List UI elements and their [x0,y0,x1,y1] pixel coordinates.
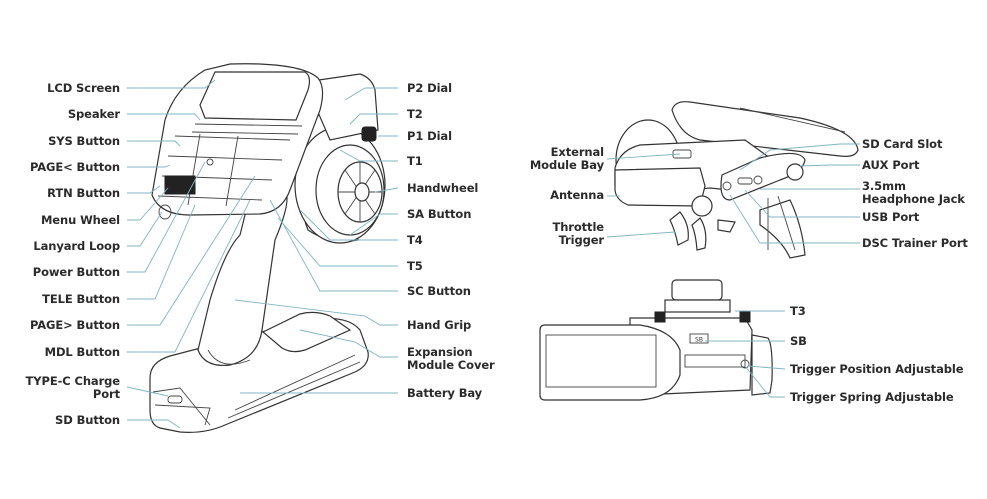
trigger-pivot [691,195,713,217]
type-c-port-shape [167,395,183,404]
sb-switch-shape [689,333,709,344]
label-expansion-line1: Expansion [407,345,473,359]
bottom-wheel [671,279,723,301]
bottom-view: SB [539,279,773,401]
label-sd-button: SD Button [55,413,120,427]
trainer-port-shape [722,181,732,191]
rear-view [614,101,859,259]
label-sc-button: SC Button [407,284,471,298]
label-sb: SB [790,334,807,348]
aux-boss [786,163,804,181]
label-throttle-trigger: Throttle Trigger [500,221,604,247]
throttle-trigger-shape [669,211,689,246]
label-throttle-line1: Throttle [552,220,604,234]
label-dsc-trainer-port: DSC Trainer Port [862,236,968,250]
label-headphone-line1: 3.5mm [862,179,906,193]
battery-cover-outline [545,334,657,388]
rear-leader-lines [606,143,860,244]
battery-base [149,317,369,433]
bottom-handle [751,334,773,396]
bottom-knob-right [739,311,751,323]
antenna-housing [614,167,706,207]
label-external-line1: External [550,145,604,159]
label-antenna: Antenna [550,188,604,202]
label-sd-card-slot: SD Card Slot [862,137,943,151]
main-leader-lines [126,79,399,429]
label-trigger-position-adjustable: Trigger Position Adjustable [790,362,964,376]
label-external-line2: Module Bay [529,158,604,172]
main-transmitter-view [149,63,386,433]
rear-handle [759,199,806,259]
bottom-wheel-base [664,299,731,313]
label-expansion-module-cover: Expansion Module Cover [407,346,495,372]
label-headphone-line2: Headphone Jack [862,192,965,206]
label-menu-wheel: Menu Wheel [40,213,120,227]
label-sys-button: SYS Button [48,134,120,148]
power-symbol [206,158,214,166]
label-external-module-bay: External Module Bay [500,146,604,172]
label-throttle-line2: Trigger [558,233,605,247]
bottom-knob-left [654,311,666,323]
sb-marking: SB [695,337,703,344]
label-p2-dial: P2 Dial [407,81,452,95]
label-mdl-button: MDL Button [44,345,120,359]
label-expansion-line2: Module Cover [407,358,495,372]
label-page-next-button: PAGE> Button [29,318,120,332]
label-t5: T5 [407,259,423,273]
label-sa-button: SA Button [407,207,472,221]
label-hand-grip: Hand Grip [407,318,472,332]
label-t3: T3 [790,304,806,318]
lanyard-loop-shape [158,204,172,220]
handwheel-hub [354,182,370,202]
label-page-prev-button: PAGE< Button [29,160,120,174]
label-trigger-spring-adjustable: Trigger Spring Adjustable [790,390,954,404]
trigger-screw [740,359,750,369]
label-handwheel: Handwheel [407,181,479,195]
label-type-c-line1: TYPE-C Charge [25,374,121,388]
expansion-cover [261,311,352,353]
label-t1: T1 [407,154,423,168]
label-usb-port: USB Port [862,210,920,224]
label-aux-port: AUX Port [862,158,920,172]
label-p1-dial: P1 Dial [407,129,452,143]
label-lanyard-loop: Lanyard Loop [33,239,120,253]
headphone-jack-shape [753,175,763,185]
bottom-battery-bay [539,324,681,401]
p1-dial-shape [361,126,377,142]
label-headphone-jack: 3.5mm Headphone Jack [862,180,965,206]
menu-wheel-shape [164,175,196,195]
label-power-button: Power Button [32,265,120,279]
label-speaker: Speaker [67,107,120,121]
label-t2: T2 [407,107,423,121]
label-type-c-charge-port: TYPE-C Charge Port [0,374,121,401]
bottom-leader-lines [705,310,786,398]
label-rtn-button: RTN Button [47,186,120,200]
lcd-screen-shape [199,71,311,121]
label-type-c-line2: Port [92,387,120,401]
trigger-adjuster [684,354,746,368]
label-t4: T4 [407,233,423,247]
label-battery-bay: Battery Bay [407,386,483,400]
label-lcd-screen: LCD Screen [47,81,120,95]
rear-top-shell [671,101,859,157]
label-tele-button: TELE Button [42,292,120,306]
top-body [304,73,379,141]
usb-port-shape [737,177,753,185]
module-bay-latch [672,149,692,159]
